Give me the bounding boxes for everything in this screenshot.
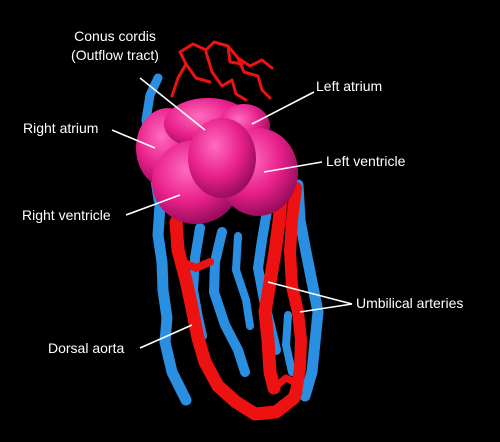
pharyngeal-arch-vessels xyxy=(170,40,274,102)
heart-center-shape xyxy=(188,118,256,198)
leader-dorsal-aorta xyxy=(139,324,193,349)
umbilical-artery-1 xyxy=(258,181,289,395)
label-left-atrium: Left atrium xyxy=(316,78,382,94)
leader-left-ventricle xyxy=(263,161,323,173)
veins xyxy=(141,73,324,406)
label-conus-cordis-line1: Conus cordis xyxy=(74,28,156,44)
leader-conus-cordis xyxy=(139,77,206,131)
heart xyxy=(136,98,298,224)
vein-center-3 xyxy=(232,232,254,330)
label-right-atrium: Right atrium xyxy=(23,120,98,136)
vein-left-long xyxy=(152,199,192,406)
label-conus-cordis-line2: (Outflow tract) xyxy=(71,47,159,63)
label-left-ventricle: Left ventricle xyxy=(326,153,406,169)
labels: Conus cordis (Outflow tract) Left atrium… xyxy=(22,28,463,356)
leader-umbilical-2 xyxy=(299,303,353,313)
leader-left-atrium xyxy=(251,91,315,125)
label-right-ventricle: Right ventricle xyxy=(22,207,111,223)
label-umbilical-arteries: Umbilical arteries xyxy=(356,295,463,311)
vein-right-2 xyxy=(292,179,324,402)
vein-center-2 xyxy=(209,227,250,377)
caudal-loop-2 xyxy=(270,374,302,392)
arteries xyxy=(169,40,307,421)
leader-umbilical-1 xyxy=(267,281,353,305)
dorsal-aorta-branch xyxy=(178,258,214,272)
leader-lines xyxy=(111,77,353,349)
caudal-loop xyxy=(248,385,303,421)
label-dorsal-aorta: Dorsal aorta xyxy=(48,340,124,356)
vein-right-3 xyxy=(282,311,296,376)
leader-right-ventricle xyxy=(125,194,181,216)
umbilical-artery-2 xyxy=(284,182,307,398)
leader-right-atrium xyxy=(111,129,156,149)
